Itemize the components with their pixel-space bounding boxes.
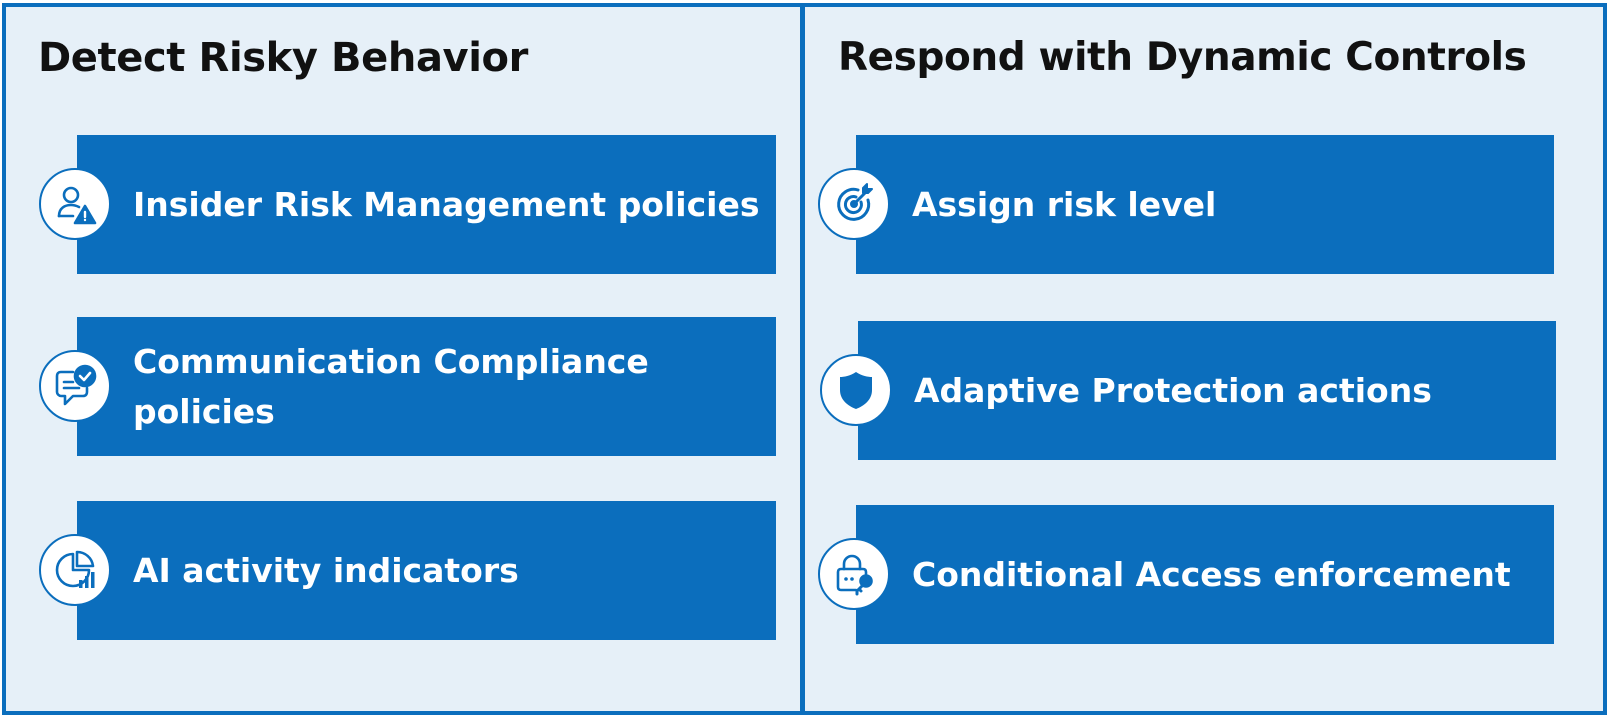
card-label: Insider Risk Management policies [133,184,760,224]
card-label: Adaptive Protection actions [914,370,1432,410]
shield-icon [820,354,892,426]
card-ai-activity-indicators: AI activity indicators [39,501,776,640]
card-label: Communication Compliance policies [133,341,649,431]
chat-check-icon [39,350,111,422]
card-assign-risk-level: Assign risk level [818,135,1554,274]
panel-title-detect: Detect Risky Behavior [38,35,528,81]
panel-title-respond: Respond with Dynamic Controls [838,35,1527,80]
user-warning-icon [39,168,111,240]
card-label: Conditional Access enforcement [912,554,1511,594]
respond-dynamic-controls-panel: Respond with Dynamic Controls Assign ris… [801,3,1607,715]
card-label: AI activity indicators [133,550,519,590]
target-icon [818,168,890,240]
card-conditional-access-enforcement: Conditional Access enforcement [818,505,1554,644]
detect-risky-behavior-panel: Detect Risky Behavior Insider Risk Manag… [2,3,804,715]
lock-key-icon [818,538,890,610]
card-insider-risk-management: Insider Risk Management policies [39,135,776,274]
card-label: Assign risk level [912,184,1217,224]
card-adaptive-protection-actions: Adaptive Protection actions [820,321,1556,460]
card-communication-compliance: Communication Compliance policies [39,317,776,456]
chart-analytics-icon [39,534,111,606]
